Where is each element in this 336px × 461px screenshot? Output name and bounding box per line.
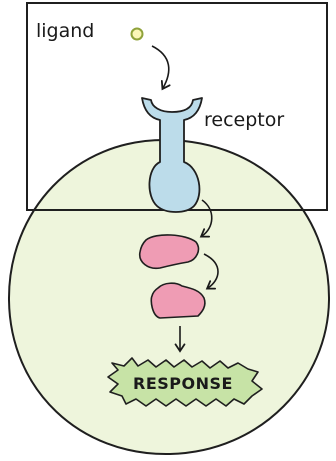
receptor-label: receptor (204, 109, 284, 131)
ligand-to-receptor-arrow (152, 46, 169, 88)
ligand-icon (132, 29, 143, 40)
ligand-label: ligand (36, 20, 94, 42)
response-label: RESPONSE (133, 374, 233, 393)
